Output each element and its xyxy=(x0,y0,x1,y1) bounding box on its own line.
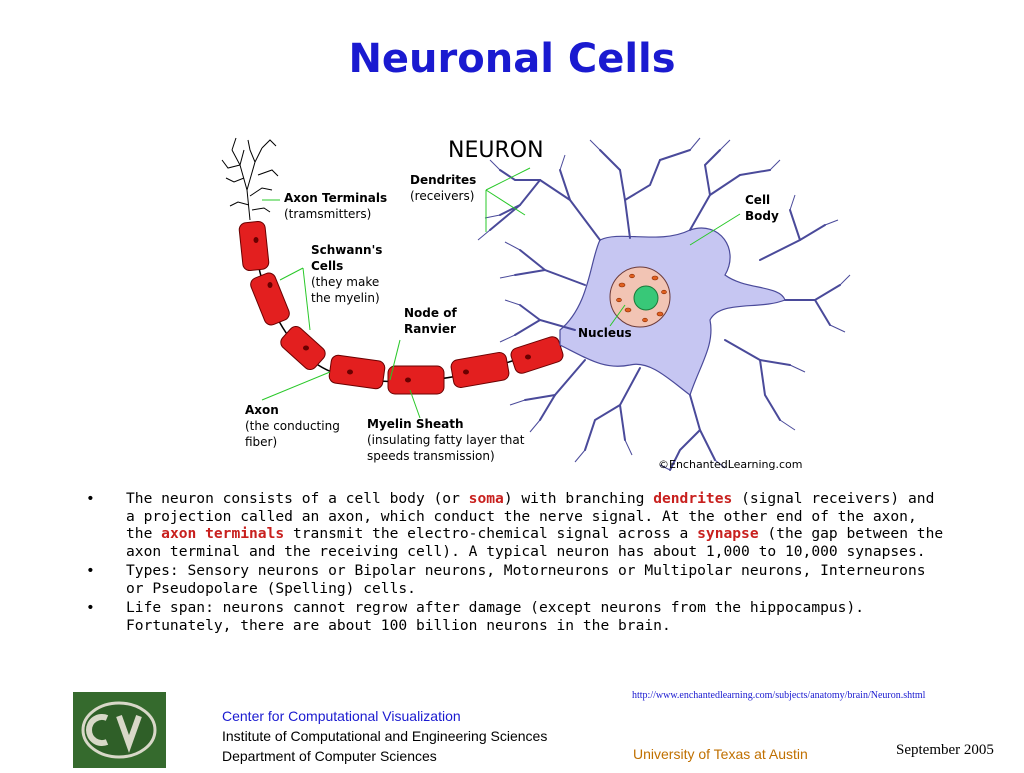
keyword: dendrites xyxy=(653,490,733,507)
org-line-1: Center for Computational Visualization xyxy=(222,708,461,724)
bullet-item: •The neuron consists of a cell body (or … xyxy=(86,490,946,560)
bullet-marker: • xyxy=(86,562,95,579)
axon-terminals-branches xyxy=(221,137,279,221)
bullet-marker: • xyxy=(86,490,95,507)
organelles xyxy=(616,273,667,323)
bullet-text: ) with branching xyxy=(503,490,654,507)
nucleus-label: Nucleus xyxy=(578,326,632,340)
footer-organization: Center for Computational Visualization I… xyxy=(222,706,547,766)
schwann-cells-label: Schwann's Cells (they make the myelin) xyxy=(311,243,383,305)
cell-body xyxy=(559,227,786,396)
bullet-text: (the gap between the axon terminal and t… xyxy=(126,525,944,560)
slide-date: September 2005 xyxy=(896,742,994,758)
bullet-text: (signal receivers) and a projection call… xyxy=(126,490,935,542)
bullet-text: Types: Sensory neurons or Bipolar neuron… xyxy=(126,562,926,597)
ccv-logo-icon xyxy=(81,701,157,759)
diagram-copyright: ©EnchantedLearning.com xyxy=(658,458,803,471)
schwann-nuclei xyxy=(253,237,531,383)
dendrite-twigs xyxy=(477,137,851,471)
neuron-diagram xyxy=(221,137,851,471)
bullet-text: transmit the electro-chemical signal acr… xyxy=(284,525,698,542)
university-name: University of Texas at Austin xyxy=(633,746,808,762)
myelin-sheath-label: Myelin Sheath (insulating fatty layer th… xyxy=(367,417,525,463)
cell-body-label: Cell Body xyxy=(745,193,779,223)
source-url-link[interactable]: http://www.enchantedlearning.com/subject… xyxy=(632,690,926,701)
axon-label: Axon (the conducting fiber) xyxy=(245,403,340,449)
diagram-heading: NEURON xyxy=(448,138,544,163)
org-line-2: Institute of Computational and Engineeri… xyxy=(222,728,548,744)
keyword: synapse xyxy=(697,525,759,542)
keyword: soma xyxy=(468,490,504,507)
org-line-3: Department of Computer Sciences xyxy=(222,748,437,764)
ccv-logo xyxy=(73,692,166,768)
dendrites-label: Dendrites (receivers) xyxy=(410,173,477,203)
slide-title: Neuronal Cells xyxy=(348,36,676,82)
leader-lines xyxy=(261,167,741,419)
bullet-item: • Types: Sensory neurons or Bipolar neuro… xyxy=(86,562,946,597)
bullet-item: • Life span: neurons cannot regrow after … xyxy=(86,599,946,634)
myelin-sheath xyxy=(238,220,564,395)
bullet-text: The neuron consists of a cell body (or xyxy=(126,490,469,507)
node-of-ranvier-label: Node of Ranvier xyxy=(404,306,457,336)
bullet-text: Life span: neurons cannot regrow after d… xyxy=(126,599,865,634)
nucleolus xyxy=(633,285,659,311)
bullet-list: •The neuron consists of a cell body (or … xyxy=(86,490,946,636)
axon-terminals-label: Axon Terminals (tramsmitters) xyxy=(284,191,388,221)
keyword: axon terminals xyxy=(161,525,285,542)
dendrites xyxy=(489,149,841,471)
bullet-marker: • xyxy=(86,599,95,616)
